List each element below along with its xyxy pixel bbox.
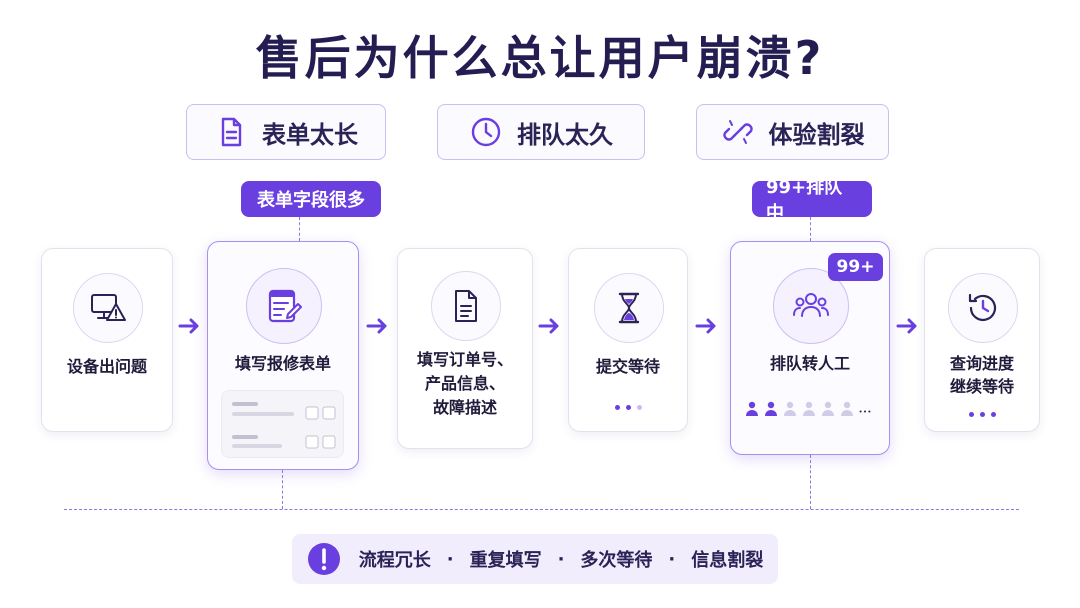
step-label: 提交等待 <box>595 357 660 376</box>
hourglass-icon <box>618 292 640 324</box>
step-device-problem: 设备出问题 <box>41 248 173 432</box>
callout-form-fields: 表单字段很多 <box>241 181 381 217</box>
arrow-right-icon <box>695 318 716 334</box>
step-label: 设备出问题 <box>66 357 147 376</box>
step-label-line: 填写订单号、 <box>416 350 513 369</box>
form-edit-icon <box>268 289 302 323</box>
callout-queue: 99+排队中 <box>752 177 872 224</box>
page-title: 售后为什么总让用户崩溃? <box>255 31 825 85</box>
history-clock-icon <box>968 293 997 321</box>
step-label-line: 继续等待 <box>949 377 1014 396</box>
queue-count-badge: 99+ <box>828 253 883 281</box>
person-icon <box>784 401 796 416</box>
group-icon <box>793 293 829 317</box>
form-preview <box>221 390 344 458</box>
tag-label: 表单太长 <box>262 120 358 149</box>
summary-item: 重复填写 <box>469 550 542 571</box>
summary-item: 流程冗长 <box>358 550 431 571</box>
monitor-warning-icon <box>91 294 126 321</box>
arrow-right-icon <box>178 318 199 334</box>
step-fill-details: 填写订单号、 产品信息、 故障描述 <box>397 248 533 449</box>
summary-item: 信息割裂 <box>691 550 764 571</box>
person-icon <box>746 401 758 416</box>
summary-separator: · <box>557 548 565 570</box>
tag-label: 排队太久 <box>517 120 613 149</box>
summary-bar: 流程冗长 · 重复填写 · 多次等待 · 信息割裂 <box>292 534 778 584</box>
progress-dots <box>925 412 1039 417</box>
exclamation-icon <box>307 543 340 575</box>
step-connector <box>810 455 811 509</box>
summary-separator: · <box>668 548 676 570</box>
arrow-right-icon <box>538 318 559 334</box>
step-label-line: 查询进度 <box>949 354 1014 373</box>
person-icon <box>841 401 853 416</box>
step-label-line: 故障描述 <box>432 398 497 417</box>
person-icon <box>803 401 815 416</box>
arrow-right-icon <box>896 318 917 334</box>
tag-broken-experience: 体验割裂 <box>696 104 889 160</box>
callout-connector <box>299 217 300 241</box>
callout-connector <box>810 217 811 241</box>
step-label: 填写报修表单 <box>234 354 331 373</box>
form-preview-lines <box>232 402 336 449</box>
step-connector <box>282 470 283 509</box>
step-label-line: 产品信息、 <box>424 374 505 393</box>
person-icon <box>765 401 777 416</box>
step-label: 排队转人工 <box>769 354 850 373</box>
tag-long-queue: 排队太久 <box>437 104 645 160</box>
arrow-right-icon <box>366 318 387 334</box>
broken-link-icon <box>722 120 753 144</box>
queue-people-row <box>744 400 872 416</box>
ellipsis-icon <box>859 410 871 413</box>
step-check-progress: 查询进度 继续等待 <box>924 248 1040 432</box>
step-submit-wait: 提交等待 <box>568 248 688 432</box>
clock-icon <box>471 117 501 147</box>
summary-separator: · <box>446 548 454 570</box>
document-icon <box>455 290 477 322</box>
summary-item: 多次等待 <box>580 550 653 571</box>
progress-dots <box>569 405 687 410</box>
tag-label: 体验割裂 <box>768 120 865 149</box>
summary-divider <box>64 509 1019 510</box>
document-icon <box>221 117 242 147</box>
tag-long-form: 表单太长 <box>186 104 386 160</box>
person-icon <box>822 401 834 416</box>
